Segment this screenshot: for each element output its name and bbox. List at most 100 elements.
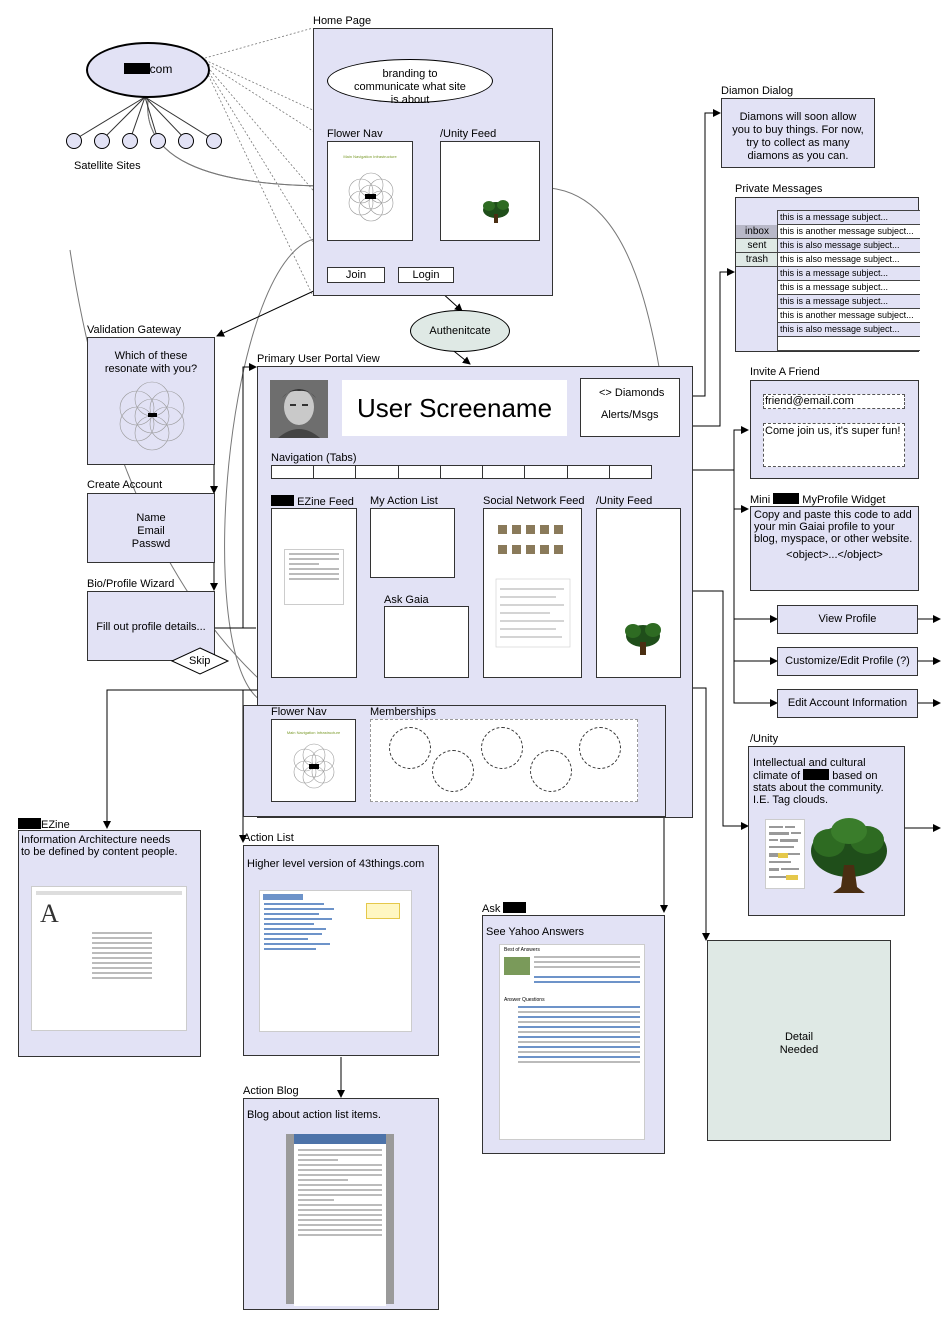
nav-tab-9[interactable] bbox=[610, 466, 651, 478]
membership-circle-5[interactable] bbox=[579, 727, 621, 769]
membership-circle-2[interactable] bbox=[432, 750, 474, 792]
message-row[interactable]: this is another message subject... bbox=[778, 225, 920, 239]
tab-sent[interactable]: sent bbox=[736, 239, 778, 253]
customize-profile-button[interactable]: Customize/Edit Profile (?) bbox=[777, 647, 918, 676]
ezine-feed-panel[interactable] bbox=[271, 508, 357, 678]
message-tabs: inbox sent trash bbox=[736, 225, 778, 267]
home-page-box: branding to communicate what site is abo… bbox=[313, 28, 553, 296]
widget-code[interactable]: <object>...</object> bbox=[786, 549, 883, 561]
redacted-name bbox=[123, 63, 150, 74]
nav-tab-4[interactable] bbox=[399, 466, 441, 478]
ezine-box: Information Architecture needs to be def… bbox=[18, 830, 201, 1057]
tree-icon bbox=[625, 623, 661, 655]
best-of-answers-label: Best of Answers bbox=[504, 947, 540, 953]
message-row[interactable]: this is a message subject... bbox=[778, 267, 920, 281]
membership-circle-3[interactable] bbox=[481, 727, 523, 769]
nav-tab-2[interactable] bbox=[314, 466, 357, 478]
portal-thumb-title: Main Navigation Infrastructure bbox=[286, 730, 341, 735]
satellite-site-6 bbox=[206, 133, 222, 149]
branding-text: branding to communicate what site is abo… bbox=[354, 68, 466, 106]
unity-title: /Unity bbox=[750, 733, 779, 745]
message-row[interactable]: this is a message subject... bbox=[778, 211, 920, 225]
validation-flower-diagram bbox=[119, 381, 185, 451]
social-feed-panel[interactable] bbox=[483, 508, 582, 678]
nav-tab-7[interactable] bbox=[525, 466, 568, 478]
detail-needed-text: Detail Needed bbox=[779, 1031, 819, 1056]
action-list-thumb bbox=[259, 890, 412, 1032]
private-messages-title: Private Messages bbox=[735, 183, 823, 195]
portal-box: User Screename <> Diamonds Alerts/Msgs N… bbox=[243, 366, 693, 818]
site-ellipse: com bbox=[86, 42, 210, 98]
ask-box: See Yahoo Answers Best of Answers Answer… bbox=[482, 915, 665, 1154]
home-unity-feed-thumb[interactable] bbox=[440, 141, 540, 241]
create-account-field-passwd: Passwd bbox=[131, 538, 171, 550]
bio-text: Fill out profile details... bbox=[96, 621, 206, 633]
nav-tab-3[interactable] bbox=[356, 466, 399, 478]
invite-title: Invite A Friend bbox=[750, 366, 820, 378]
ezine-feed-label: EZine Feed bbox=[271, 495, 354, 508]
tab-trash[interactable]: trash bbox=[736, 253, 778, 267]
diamonds-link[interactable]: <> Diamonds bbox=[599, 387, 665, 399]
validation-text: Which of these resonate with you? bbox=[104, 350, 198, 375]
membership-circle-4[interactable] bbox=[530, 750, 572, 792]
nav-tab-1[interactable] bbox=[272, 466, 315, 478]
message-row[interactable]: this is another message subject... bbox=[778, 309, 920, 323]
ezine-text: Information Architecture needs to be def… bbox=[21, 834, 178, 858]
widget-box: Copy and paste this code to add your min… bbox=[750, 506, 919, 591]
action-blog-text: Blog about action list items. bbox=[247, 1109, 381, 1121]
invite-email-field[interactable]: friend@email.com bbox=[763, 394, 905, 409]
home-flower-nav-thumb[interactable]: Main Navigation Infrastructure bbox=[327, 141, 413, 241]
validation-title: Validation Gateway bbox=[87, 324, 181, 336]
action-list-panel[interactable] bbox=[370, 508, 455, 578]
redacted-name bbox=[18, 818, 41, 829]
message-row[interactable]: this is also message subject... bbox=[778, 239, 920, 253]
redacted-name bbox=[803, 769, 830, 780]
answer-questions-label: Answer Questions bbox=[504, 997, 545, 1003]
screenname: User Screename bbox=[356, 393, 553, 423]
ezine-title: EZine bbox=[18, 818, 70, 831]
tree-icon bbox=[483, 200, 509, 223]
message-row[interactable]: this is a message subject... bbox=[778, 295, 920, 309]
home-unity-feed-label: /Unity Feed bbox=[440, 128, 497, 140]
action-list-text: Higher level version of 43things.com bbox=[247, 858, 425, 870]
view-profile-button[interactable]: View Profile bbox=[777, 605, 918, 634]
ask-gaia-panel[interactable] bbox=[384, 606, 469, 678]
message-row[interactable]: this is a message subject... bbox=[778, 281, 920, 295]
login-button[interactable]: Login bbox=[398, 267, 454, 283]
tag-cloud-graphic bbox=[769, 826, 801, 880]
satellite-site-4 bbox=[150, 133, 166, 149]
nav-tab-5[interactable] bbox=[441, 466, 484, 478]
edit-account-button[interactable]: Edit Account Information bbox=[777, 689, 918, 718]
ezine-feed-thumb bbox=[284, 549, 344, 605]
memberships-panel[interactable] bbox=[370, 719, 638, 802]
alerts-link[interactable]: Alerts/Msgs bbox=[601, 409, 659, 421]
home-page-title: Home Page bbox=[313, 15, 372, 27]
membership-circle-1[interactable] bbox=[389, 727, 431, 769]
tab-inbox[interactable]: inbox bbox=[736, 225, 778, 239]
nav-tab-6[interactable] bbox=[483, 466, 526, 478]
portal-flower-diagram bbox=[293, 743, 335, 789]
satellite-site-5 bbox=[178, 133, 194, 149]
social-feed-thumb bbox=[495, 525, 571, 648]
join-button[interactable]: Join bbox=[327, 267, 385, 283]
portal-unity-feed-label: /Unity Feed bbox=[596, 495, 653, 507]
message-row[interactable]: this is also message subject... bbox=[778, 323, 920, 337]
widget-title-prefix: Mini bbox=[750, 494, 771, 506]
portal-flower-nav-thumb[interactable]: Main Navigation Infrastructure bbox=[271, 719, 356, 802]
nav-tabs bbox=[271, 465, 652, 479]
nav-tab-8[interactable] bbox=[568, 466, 610, 478]
message-row[interactable]: this is also message subject... bbox=[778, 253, 920, 267]
portal-unity-feed-panel[interactable] bbox=[596, 508, 681, 678]
tag-cloud-thumb bbox=[765, 819, 805, 889]
action-list-title: Action List bbox=[243, 832, 294, 844]
avatar bbox=[270, 380, 328, 438]
invite-message-field[interactable]: Come join us, it's super fun! bbox=[763, 423, 905, 467]
diamon-dialog-title: Diamon Dialog bbox=[721, 85, 794, 97]
skip-button[interactable]: Skip bbox=[189, 655, 211, 667]
portal-title: Primary User Portal View bbox=[257, 353, 380, 365]
redacted-name bbox=[271, 495, 294, 506]
validation-box: Which of these resonate with you? bbox=[87, 337, 215, 465]
bio-box: Fill out profile details... bbox=[87, 591, 215, 661]
home-flower-nav-label: Flower Nav bbox=[327, 128, 383, 140]
action-blog-thumb bbox=[286, 1134, 394, 1306]
